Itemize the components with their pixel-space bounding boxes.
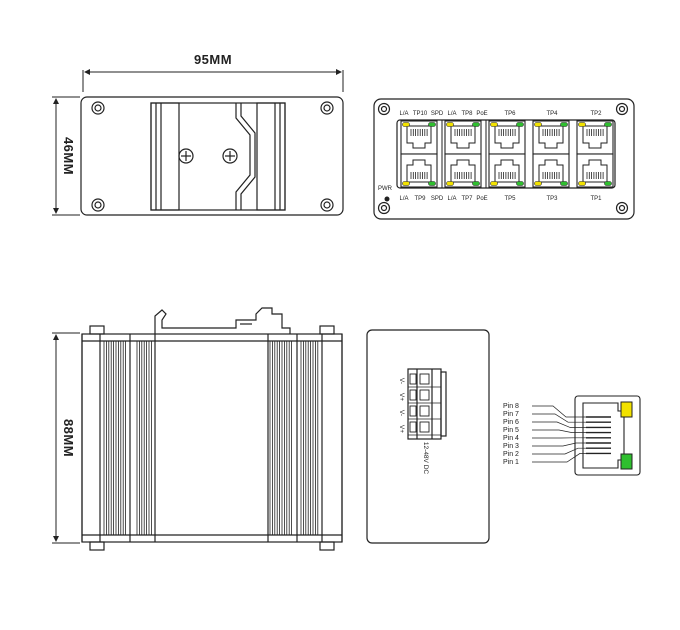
- power-terminal-block: [408, 373, 441, 436]
- rj45-port: [576, 153, 614, 188]
- rj45-port: [532, 153, 570, 188]
- depth-dimension: [52, 332, 80, 544]
- depth-label: 88MM: [61, 419, 76, 457]
- terminal-view: [366, 329, 490, 544]
- terminal-label: V-: [398, 378, 405, 384]
- port-label: TP5: [504, 196, 516, 202]
- port-led-green: [472, 122, 480, 127]
- port-label: TP2: [590, 111, 602, 117]
- port-label: TP7: [461, 196, 473, 202]
- terminal-screw: [408, 373, 441, 388]
- terminal-label: V-: [398, 410, 405, 416]
- port-led-yellow: [446, 122, 454, 127]
- terminal-labels: V- V+ V- V+: [398, 378, 405, 433]
- port-led-green: [472, 181, 480, 186]
- port-led-green: [560, 181, 568, 186]
- front-view: [373, 98, 635, 220]
- pwr-label: PWR: [378, 186, 393, 192]
- pin-label: Pin 1: [503, 459, 519, 466]
- port-label: TP9: [414, 196, 426, 202]
- pin-leader-lines: [532, 405, 611, 463]
- rj45-port: [400, 153, 438, 188]
- rj45-port: [488, 153, 526, 188]
- port-led-yellow: [490, 181, 498, 186]
- rj45-port-array: [400, 120, 614, 188]
- pin-label: Pin 2: [503, 451, 519, 458]
- port-led-green: [428, 181, 436, 186]
- port-label: TP4: [546, 111, 558, 117]
- port-led-green: [516, 181, 524, 186]
- pin-label: Pin 6: [503, 419, 519, 426]
- terminal-label: V+: [398, 393, 405, 401]
- terminal-screw: [408, 389, 441, 404]
- port-label: L/A: [447, 196, 456, 202]
- rj45-port: [488, 120, 526, 155]
- port-label: PoE: [476, 196, 487, 202]
- height-dimension: [52, 96, 80, 216]
- height-label: 46MM: [61, 137, 76, 175]
- port-led-green: [560, 122, 568, 127]
- rj45-port: [576, 120, 614, 155]
- bottom-port-labels: L/A TP9 SPD L/A TP7 PoE TP5 TP3 TP1: [399, 196, 602, 202]
- port-label: L/A: [399, 196, 408, 202]
- port-led-green: [516, 122, 524, 127]
- pin-labels: Pin 8 Pin 7 Pin 6 Pin 5 Pin 4 Pin 3 Pin …: [503, 403, 519, 466]
- corner-screw: [91, 101, 334, 212]
- port-led-green: [604, 122, 612, 127]
- rj45-port: [400, 120, 438, 155]
- port-led-yellow: [490, 122, 498, 127]
- rj45-port: [444, 120, 482, 155]
- port-label: SPD: [431, 196, 444, 202]
- port-label: SPD: [431, 111, 444, 117]
- port-led-green: [604, 181, 612, 186]
- pinout-led-green: [620, 453, 633, 470]
- pin-label: Pin 5: [503, 427, 519, 434]
- port-led-yellow: [402, 122, 410, 127]
- port-led-yellow: [446, 181, 454, 186]
- top-port-labels: L/A TP10 SPD L/A TP8 PoE TP6 TP4 TP2: [399, 111, 602, 117]
- terminal-screw: [408, 421, 441, 436]
- pin-label: Pin 4: [503, 435, 519, 442]
- pinout-led-yellow: [620, 401, 633, 418]
- side-heatsink-fins: [81, 334, 343, 542]
- terminal-screw: [408, 405, 441, 420]
- port-label: L/A: [399, 111, 408, 117]
- port-label: TP6: [504, 111, 516, 117]
- pin-label: Pin 7: [503, 411, 519, 418]
- port-led-yellow: [534, 122, 542, 127]
- rear-view: [80, 96, 344, 216]
- port-led-yellow: [578, 181, 586, 186]
- pin-label: Pin 8: [503, 403, 519, 410]
- port-led-yellow: [578, 122, 586, 127]
- port-label: L/A: [447, 111, 456, 117]
- port-label: PoE: [476, 111, 487, 117]
- mount-screw: [178, 148, 238, 164]
- port-label: TP10: [413, 111, 428, 117]
- port-led-green: [428, 122, 436, 127]
- port-label: TP1: [590, 196, 602, 202]
- voltage-label: 12-48V DC: [422, 442, 429, 474]
- port-led-yellow: [402, 181, 410, 186]
- pwr-led: [384, 196, 390, 202]
- terminal-label: V+: [398, 425, 405, 433]
- port-label: TP3: [546, 196, 558, 202]
- rj45-port: [444, 153, 482, 188]
- corner-screw: [377, 102, 629, 215]
- pin-label: Pin 3: [503, 443, 519, 450]
- width-dimension: [82, 69, 344, 92]
- rj45-port: [532, 120, 570, 155]
- port-led-yellow: [534, 181, 542, 186]
- port-label: TP8: [461, 111, 473, 117]
- width-label: 95MM: [194, 52, 232, 67]
